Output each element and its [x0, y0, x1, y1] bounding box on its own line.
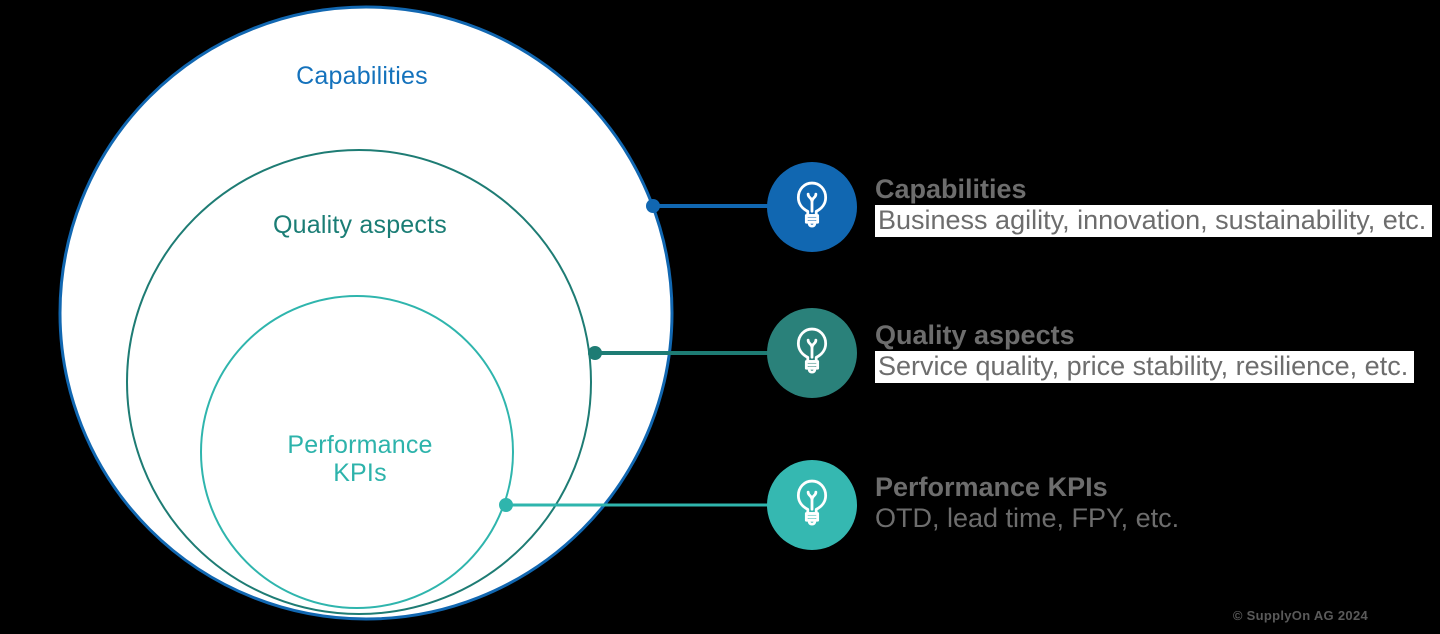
performance-kpis-callout-title: Performance KPIs [875, 472, 1108, 502]
performance-kpis-icon-badge [767, 460, 857, 550]
capabilities-icon-badge [767, 162, 857, 252]
performance-kpis-connector-dot [499, 498, 513, 512]
callout-performance-kpis: Performance KPIs OTD, lead time, FPY, et… [767, 460, 1185, 550]
lightbulb-icon [796, 327, 828, 374]
capabilities-circle-label: Capabilities [296, 62, 428, 90]
capabilities-callout-text: Capabilities Business agility, innovatio… [875, 162, 1433, 237]
capabilities-callout-title: Capabilities [875, 174, 1027, 204]
callout-quality-aspects: Quality aspects Service quality, price s… [767, 308, 1415, 398]
callout-capabilities: Capabilities Business agility, innovatio… [767, 162, 1433, 252]
quality-aspects-callout-title: Quality aspects [875, 320, 1075, 350]
performance-kpis-callout-text: Performance KPIs OTD, lead time, FPY, et… [875, 460, 1185, 535]
performance-kpis-callout-description: OTD, lead time, FPY, etc. [875, 503, 1180, 533]
quality-aspects-icon-badge [767, 308, 857, 398]
quality-aspects-connector-dot [588, 346, 602, 360]
quality-aspects-callout-text: Quality aspects Service quality, price s… [875, 308, 1415, 383]
lightbulb-icon [796, 479, 828, 526]
quality-aspects-circle-label: Quality aspects [273, 211, 447, 239]
performance-kpis-circle-label: Performance KPIs [287, 431, 433, 487]
capabilities-callout-description: Business agility, innovation, sustainabi… [875, 205, 1433, 237]
lightbulb-icon [796, 181, 828, 228]
copyright-notice: © SupplyOn AG 2024 [1232, 608, 1368, 623]
quality-aspects-callout-description: Service quality, price stability, resili… [875, 351, 1415, 383]
performance-kpis-circle [200, 295, 514, 609]
capabilities-connector-dot [646, 199, 660, 213]
